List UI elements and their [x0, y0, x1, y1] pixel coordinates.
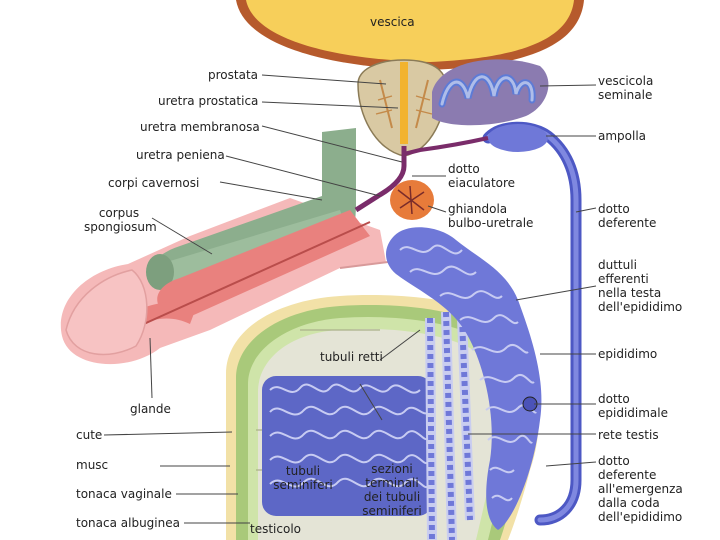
label-dotto-deferente: dotto deferente: [598, 202, 657, 230]
rete-testis: [425, 311, 475, 540]
label-prostata: prostata: [208, 68, 258, 82]
epididymis: [386, 227, 542, 530]
label-uretra-peniena: uretra peniena: [136, 148, 225, 162]
glans-shape: [65, 269, 148, 356]
label-corpus-spongiosum: corpus spongiosum: [84, 206, 157, 234]
label-vescica: vescica: [370, 15, 415, 29]
label-rete-testis: rete testis: [598, 428, 659, 442]
label-dotto-epididimale: dotto epididimale: [598, 392, 668, 420]
seminal-vesicle: [432, 59, 549, 126]
label-vescicola-seminale: vescicola seminale: [598, 74, 654, 102]
label-cute: cute: [76, 428, 103, 442]
vas-deferens: [482, 121, 582, 526]
label-testicolo: testicolo: [250, 522, 301, 536]
label-musc: musc: [76, 458, 109, 472]
label-duttuli-efferenti: duttuli efferenti nella testa dell'epidi…: [598, 258, 683, 314]
label-uretra-membranosa: uretra membranosa: [140, 120, 260, 134]
label-tubuli-seminiferi: tubuli seminiferi: [273, 464, 333, 492]
seminiferous-tubules: [262, 376, 432, 516]
bladder: [236, 0, 584, 70]
label-sezioni-terminali: sezioni terminali dei tubuli seminiferi: [362, 462, 422, 518]
label-tonaca-vaginale: tonaca vaginale: [76, 487, 172, 501]
leader-lines: [103, 74, 597, 524]
label-corpi-cavernosi: corpi cavernosi: [108, 176, 200, 190]
label-ghiandola-bulbo-uretrale: ghiandola bulbo-uretrale: [448, 202, 534, 230]
label-glande: glande: [130, 402, 171, 416]
label-tonaca-albuginea: tonaca albuginea: [76, 516, 180, 530]
bulbourethral-gland: [390, 180, 434, 220]
label-dotto-deferente-emergenza: dotto deferente all'emergenza dalla coda…: [598, 454, 683, 524]
label-ampolla: ampolla: [598, 129, 647, 143]
label-epididimo: epididimo: [598, 347, 658, 361]
label-tubuli-retti: tubuli retti: [320, 350, 383, 364]
label-uretra-prostatica: uretra prostatica: [158, 94, 259, 108]
label-dotto-eiaculatore: dotto eiaculatore: [448, 162, 516, 190]
